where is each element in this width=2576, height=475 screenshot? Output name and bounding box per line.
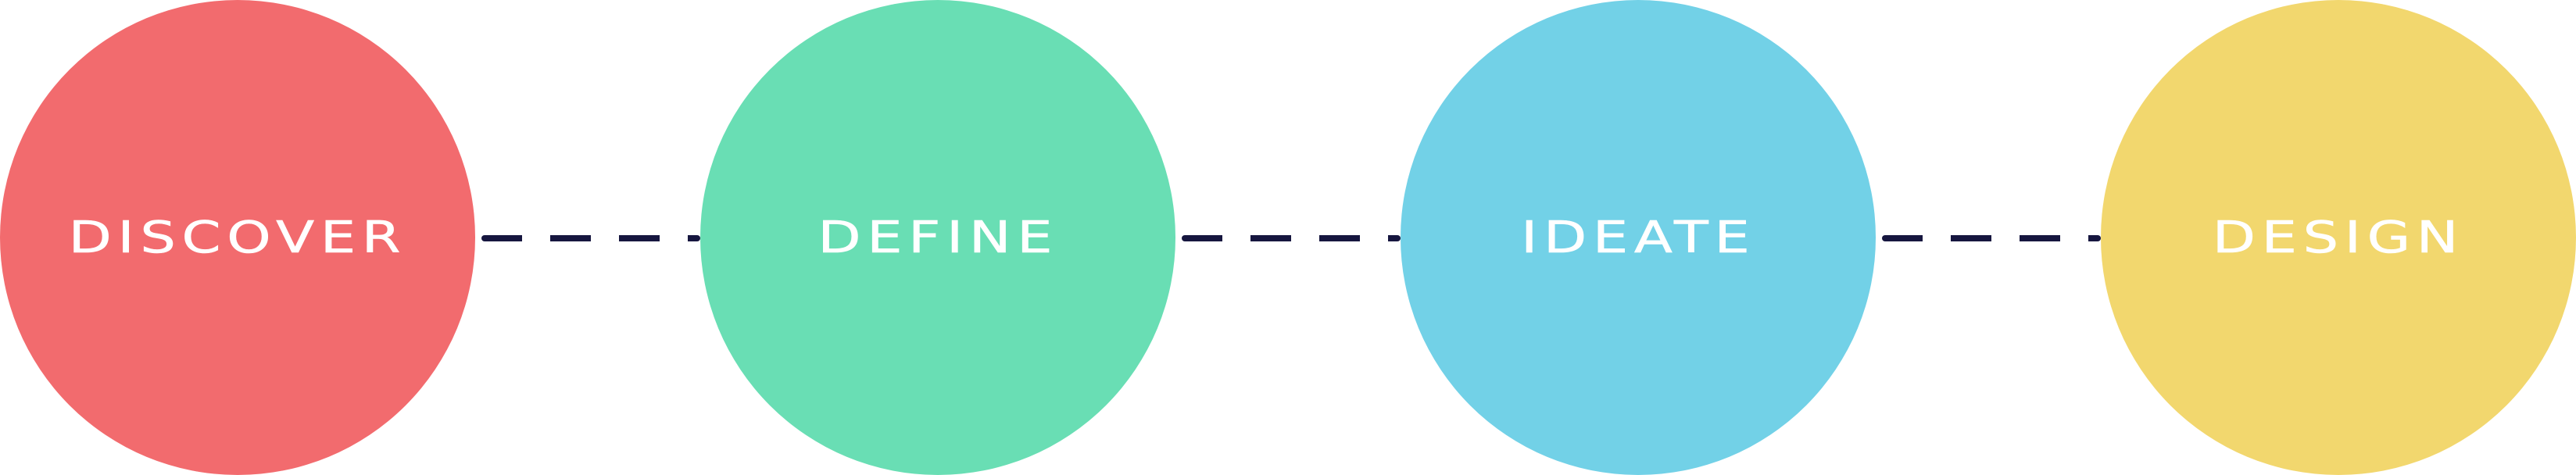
stage-design: DESIGN [2101, 0, 2576, 475]
stage-discover: DISCOVER [0, 0, 475, 475]
connector-define-ideate [1182, 235, 1401, 241]
connector-discover-define [481, 235, 700, 241]
stage-ideate-label: IDEATE [1520, 212, 1756, 263]
stage-define: DEFINE [700, 0, 1175, 475]
connector-ideate-design [1882, 235, 2101, 241]
stage-ideate: IDEATE [1401, 0, 1876, 475]
stage-discover-label: DISCOVER [68, 212, 407, 263]
stage-design-label: DESIGN [2212, 212, 2465, 263]
stage-define-label: DEFINE [818, 212, 1058, 263]
